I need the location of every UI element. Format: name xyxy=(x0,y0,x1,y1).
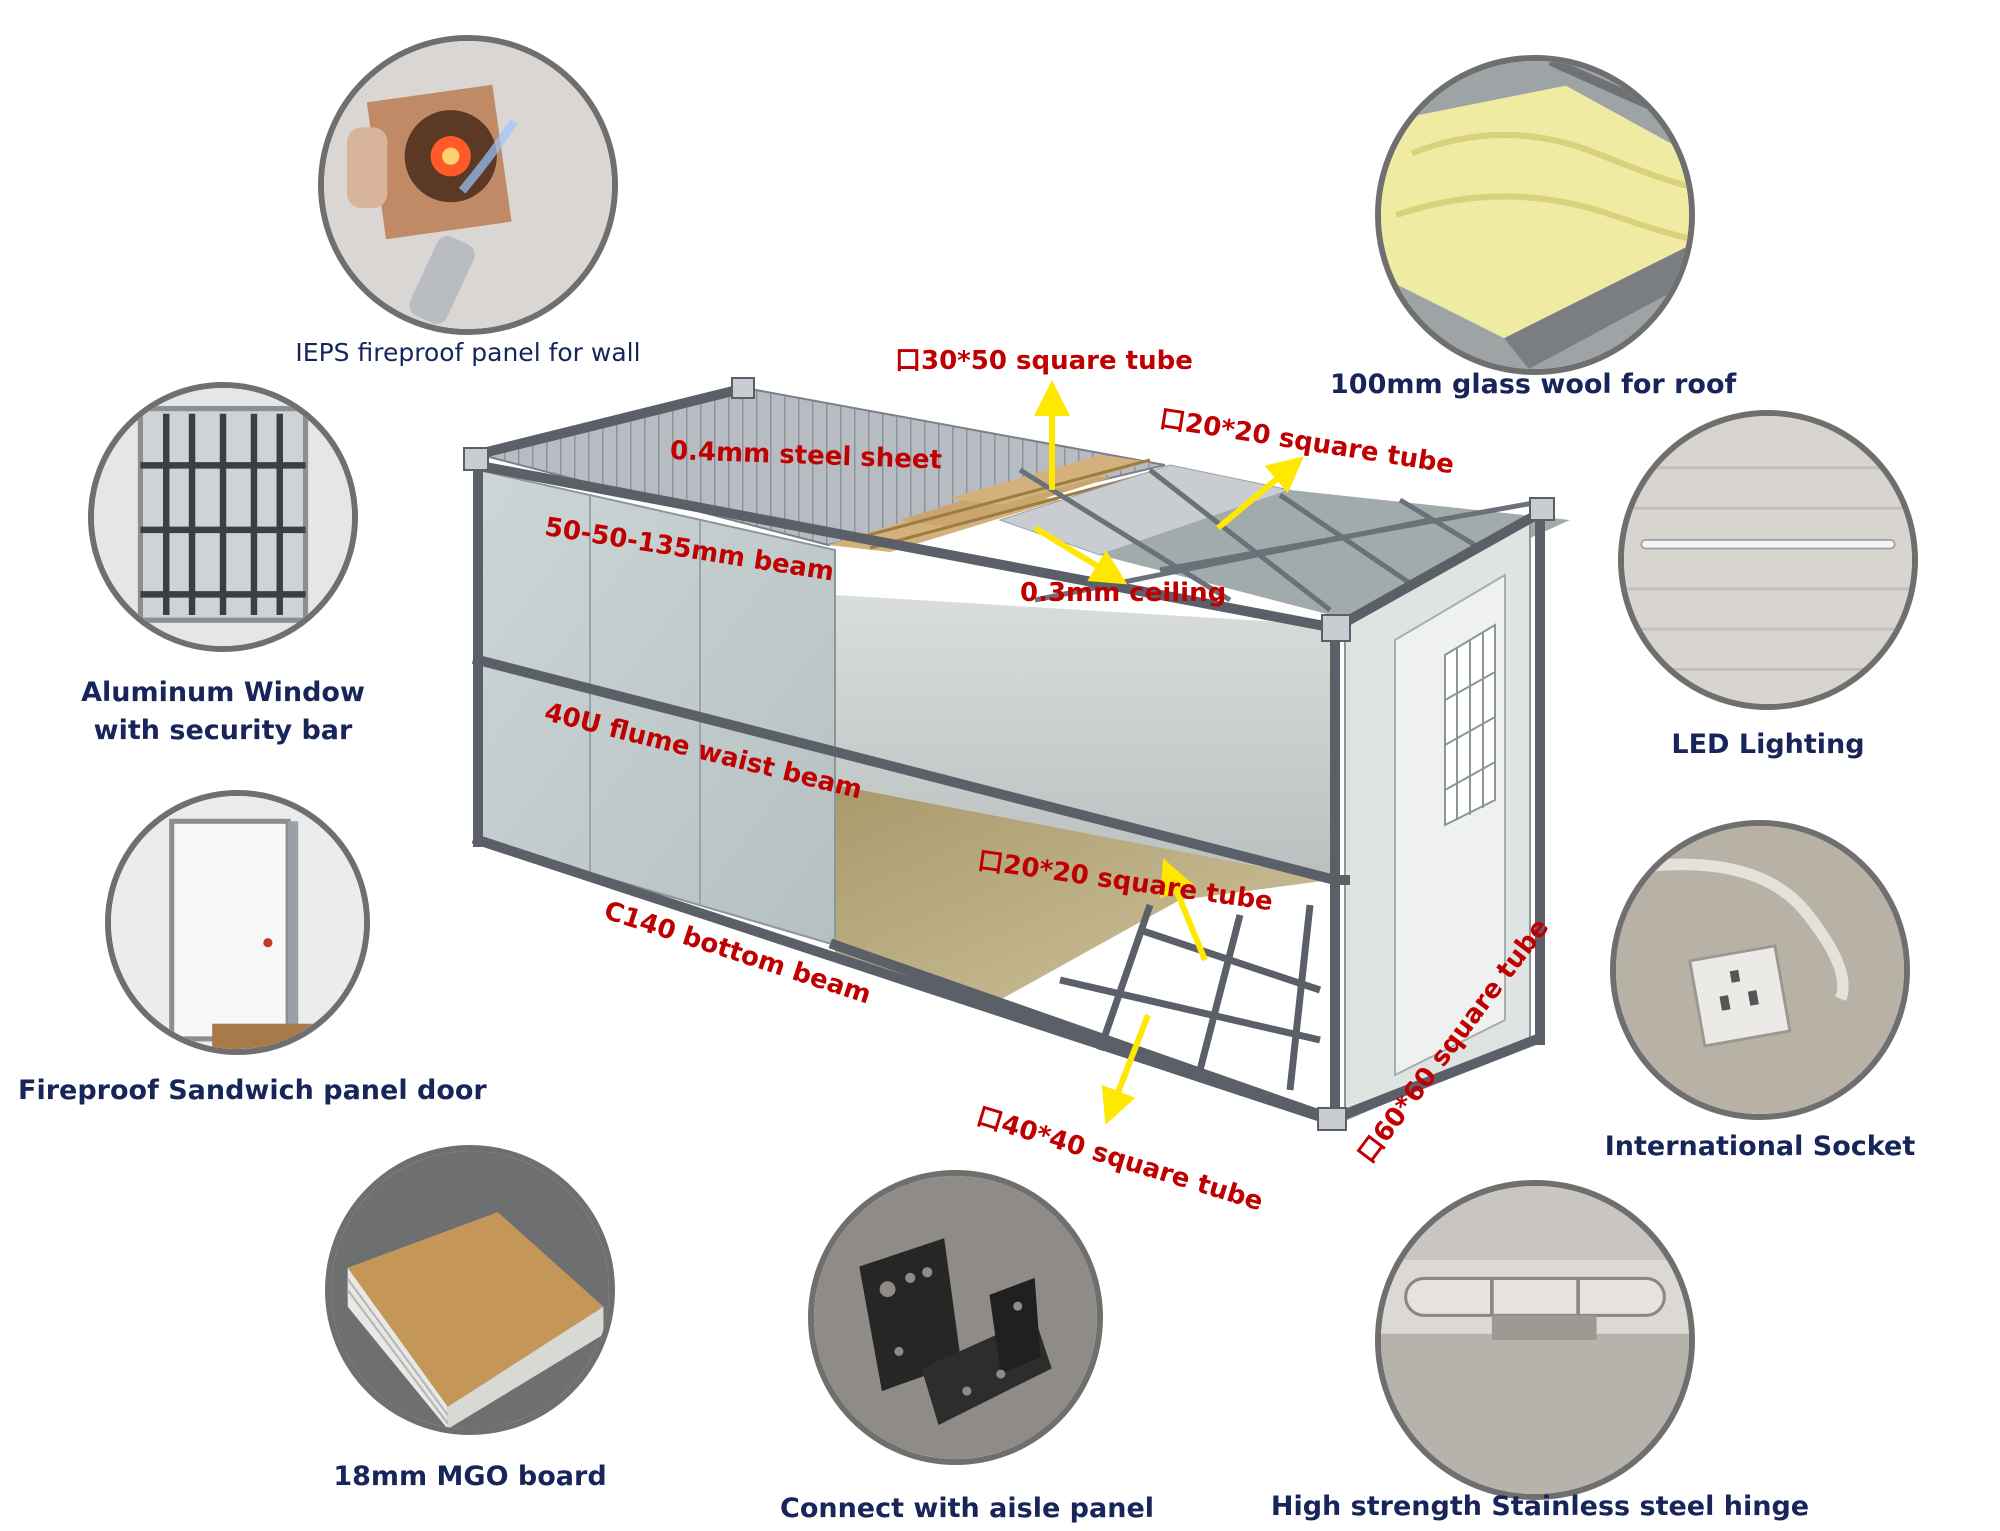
label-30x50-square-tube: 口30*50 square tube xyxy=(895,346,1193,376)
aisle-bracket-photo xyxy=(808,1170,1103,1465)
arrow-20x20-top-tube xyxy=(1216,456,1304,531)
led-lighting-photo xyxy=(1618,410,1918,710)
floor-board xyxy=(835,785,1330,1000)
main-steel-frame xyxy=(468,381,1552,1127)
caption-stainless-steel-hinge: High strength Stainless steel hinge xyxy=(1270,1491,1810,1522)
glass-wool-photo xyxy=(1375,55,1695,375)
mgo-board-photo xyxy=(325,1145,615,1435)
caption-international-socket: International Socket xyxy=(1604,1131,1916,1162)
sandwich-panel-door-photo xyxy=(105,790,370,1055)
caption-mgo-board: 18mm MGO board xyxy=(333,1461,607,1492)
end-wall-window xyxy=(1444,623,1496,827)
arrow-ceiling xyxy=(1033,525,1128,585)
arrow-40x40-tube xyxy=(1101,1013,1151,1125)
corner-fittings xyxy=(463,377,1555,1131)
caption-led-lighting: LED Lighting xyxy=(1671,729,1865,760)
ieps-panel-photo xyxy=(318,35,618,335)
arrow-20x20-bottom-tube xyxy=(1160,858,1208,962)
floor-grid-tubes xyxy=(1059,903,1322,1091)
caption-ieps-fireproof-panel: IEPS fireproof panel for wall xyxy=(295,338,641,367)
floor-open-frame xyxy=(1000,900,1330,1100)
international-socket-photo xyxy=(1610,820,1910,1120)
label-ceiling: 0.3mm ceiling xyxy=(1020,578,1227,608)
caption-aluminum-window-line1: Aluminum Window xyxy=(81,677,365,708)
caption-glass-wool-roof: 100mm glass wool for roof xyxy=(1330,369,1737,400)
stainless-hinge-photo xyxy=(1375,1180,1695,1500)
caption-fireproof-sandwich-door: Fireproof Sandwich panel door xyxy=(18,1075,487,1106)
aluminum-window-photo xyxy=(88,382,358,652)
caption-connect-aisle-panel: Connect with aisle panel xyxy=(780,1493,1155,1524)
caption-aluminum-window-line2: with security bar xyxy=(93,715,353,746)
